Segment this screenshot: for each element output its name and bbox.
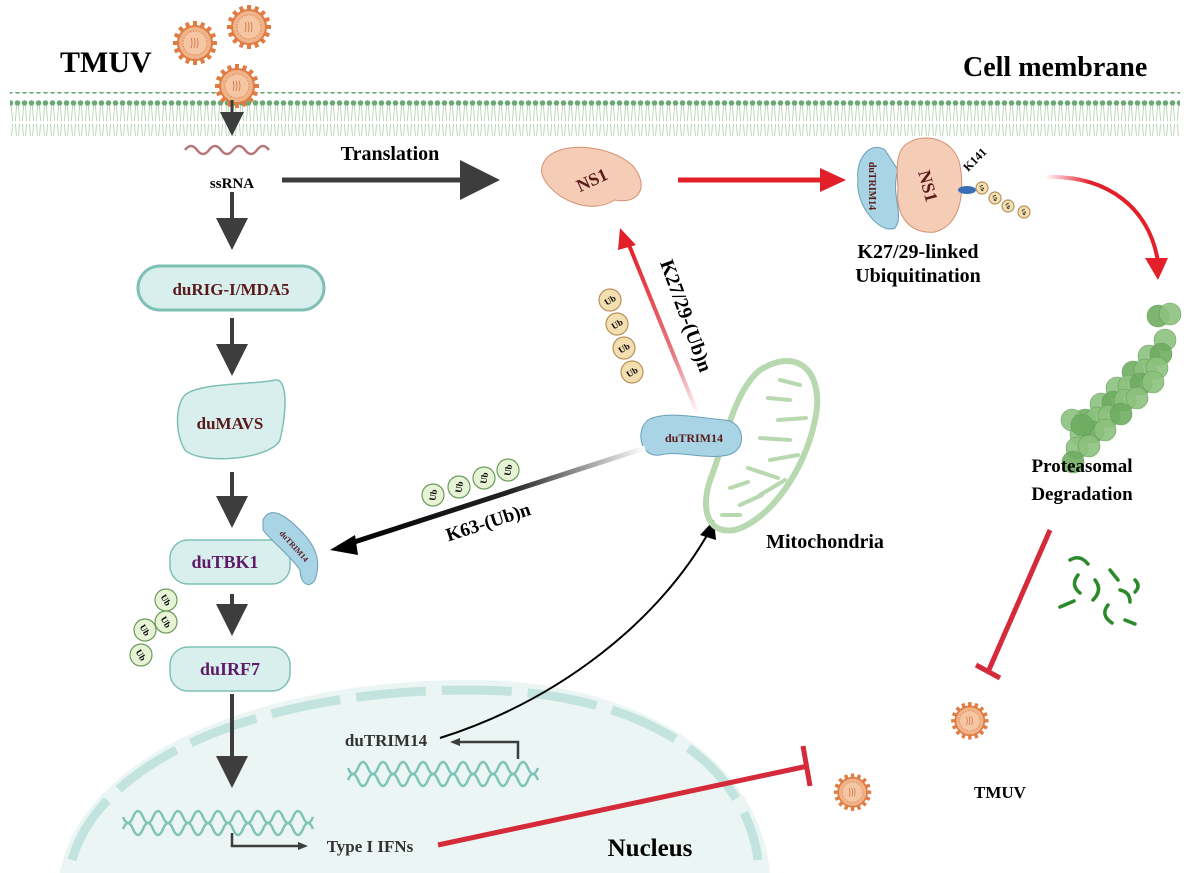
ubiquitin-label: Ub bbox=[990, 195, 997, 203]
rig-node bbox=[136, 264, 326, 312]
ubiquitin-icon: Ub bbox=[447, 475, 471, 499]
complex-trim-label: duTRIM14 bbox=[866, 162, 877, 210]
ubiquitin-label: Ub bbox=[134, 648, 148, 663]
ubiquitin-icon: Ub bbox=[133, 618, 157, 642]
cell-membrane-label: Cell membrane bbox=[963, 52, 1147, 83]
ubiquitin-label: Ub bbox=[159, 593, 173, 608]
tmuv-bottom-label: TMUV bbox=[974, 783, 1027, 802]
ubiquitin-icon: Ub bbox=[598, 288, 622, 312]
trim-mito-label: duTRIM14 bbox=[665, 431, 723, 445]
trim14-gene-label: duTRIM14 bbox=[345, 731, 428, 750]
ubiquitin-icon: Ub bbox=[129, 643, 153, 667]
proteasome-subunit bbox=[1125, 386, 1149, 410]
ubiquitin-label: Ub bbox=[1003, 203, 1010, 211]
tbk1-label: duTBK1 bbox=[191, 552, 258, 572]
ubiquitin-label: Ub bbox=[453, 480, 465, 493]
ssrna-label: ssRNA bbox=[210, 176, 254, 192]
virus-icon bbox=[172, 20, 218, 66]
virus-icon bbox=[226, 4, 272, 50]
ubiquitin-label: Ub bbox=[977, 185, 984, 193]
trim14-mito-protein bbox=[640, 414, 743, 457]
tbk1-node bbox=[169, 539, 291, 585]
irf7-label: duIRF7 bbox=[200, 659, 260, 679]
ubiquitin-label: Ub bbox=[138, 623, 152, 638]
proteasome-subunit bbox=[1093, 418, 1117, 442]
arrowhead bbox=[618, 228, 636, 250]
proteasome-subunit bbox=[1141, 370, 1165, 394]
complex-caption-1: K27/29-linked bbox=[857, 241, 978, 263]
arrowhead bbox=[820, 168, 846, 192]
ns1-protein bbox=[541, 146, 642, 207]
arrowhead bbox=[1145, 258, 1168, 280]
degradation-arrow bbox=[1044, 174, 1160, 263]
degraded-fragments-icon bbox=[1058, 556, 1140, 626]
translation-label: Translation bbox=[341, 143, 440, 165]
ubiquitin-icon: Ub bbox=[988, 191, 1002, 205]
ubiquitin-icon: Ub bbox=[1017, 205, 1031, 219]
ubiquitin-icon: Ub bbox=[154, 610, 178, 634]
ubiquitin-icon: Ub bbox=[975, 181, 989, 195]
proteasome-subunit bbox=[1109, 402, 1133, 426]
trim14-to-mito-arrow bbox=[439, 529, 711, 739]
tmuv-title: TMUV bbox=[60, 46, 152, 79]
arrowhead bbox=[298, 842, 308, 850]
ubiquitin-label: Ub bbox=[427, 488, 439, 501]
proteasome-subunit bbox=[1061, 450, 1085, 474]
virus-icon bbox=[214, 63, 260, 109]
ubiquitin-label: Ub bbox=[603, 293, 618, 307]
nucleus-label: Nucleus bbox=[608, 835, 693, 862]
inhibit-bar bbox=[974, 662, 1002, 681]
ifn-inhibit-line bbox=[437, 763, 809, 848]
proteasome-subunit bbox=[1070, 413, 1094, 437]
mitochondria-label: Mitochondria bbox=[766, 531, 884, 553]
irf7-node bbox=[169, 646, 291, 692]
mavs-node bbox=[176, 379, 286, 460]
virus-icon bbox=[950, 701, 990, 741]
ssrna-icon bbox=[184, 144, 270, 156]
cell-membrane bbox=[10, 92, 1180, 136]
ubiquitin-label: Ub bbox=[625, 365, 640, 379]
virus-icon bbox=[833, 772, 873, 812]
ubiquitin-icon: Ub bbox=[421, 483, 445, 507]
proteasome-subunit bbox=[1158, 302, 1182, 326]
ifn-promoter-arrow bbox=[230, 833, 298, 848]
proteasome-label-1: Proteasomal bbox=[1032, 456, 1133, 477]
ubiquitin-icon: Ub bbox=[1001, 199, 1015, 213]
arrowhead bbox=[330, 535, 358, 555]
mavs-label: duMAVS bbox=[197, 414, 264, 433]
k27-label: K27/29-(Ub)n bbox=[655, 257, 716, 375]
inhibit-line bbox=[985, 528, 1053, 674]
trim14-promoter-arrow bbox=[458, 740, 520, 759]
arrowhead bbox=[450, 738, 460, 746]
ubiquitin-icon: Ub bbox=[620, 360, 644, 384]
proteasome-subunit bbox=[1077, 434, 1101, 458]
ubiquitin-label: Ub bbox=[159, 615, 173, 630]
k63-arrow bbox=[344, 445, 646, 548]
proteasome-label-2: Degradation bbox=[1031, 484, 1133, 505]
k27-arrow bbox=[627, 244, 700, 416]
rig-label: duRIG-I/MDA5 bbox=[172, 280, 289, 299]
proteasome-icon bbox=[1060, 302, 1182, 474]
ubiquitin-icon: Ub bbox=[612, 336, 636, 360]
ubiquitin-icon: Ub bbox=[472, 466, 496, 490]
ifn-label: Type I IFNs bbox=[327, 837, 414, 856]
ubiquitin-label: Ub bbox=[478, 471, 490, 484]
ubiquitin-icon: Ub bbox=[605, 312, 629, 336]
k141-label: K141 bbox=[960, 145, 989, 174]
ubiquitin-label: Ub bbox=[610, 317, 625, 331]
trim14-on-tbk1 bbox=[262, 512, 319, 585]
ubiquitin-icon: Ub bbox=[154, 588, 178, 612]
ubiquitin-icon: Ub bbox=[496, 458, 520, 482]
ubiquitin-label: Ub bbox=[617, 341, 632, 355]
ubiquitin-label: Ub bbox=[502, 463, 514, 476]
inhibit-bar bbox=[800, 745, 813, 787]
ubiquitin-label: Ub bbox=[1019, 209, 1026, 217]
complex-caption-2: Ubiquitination bbox=[855, 265, 981, 287]
